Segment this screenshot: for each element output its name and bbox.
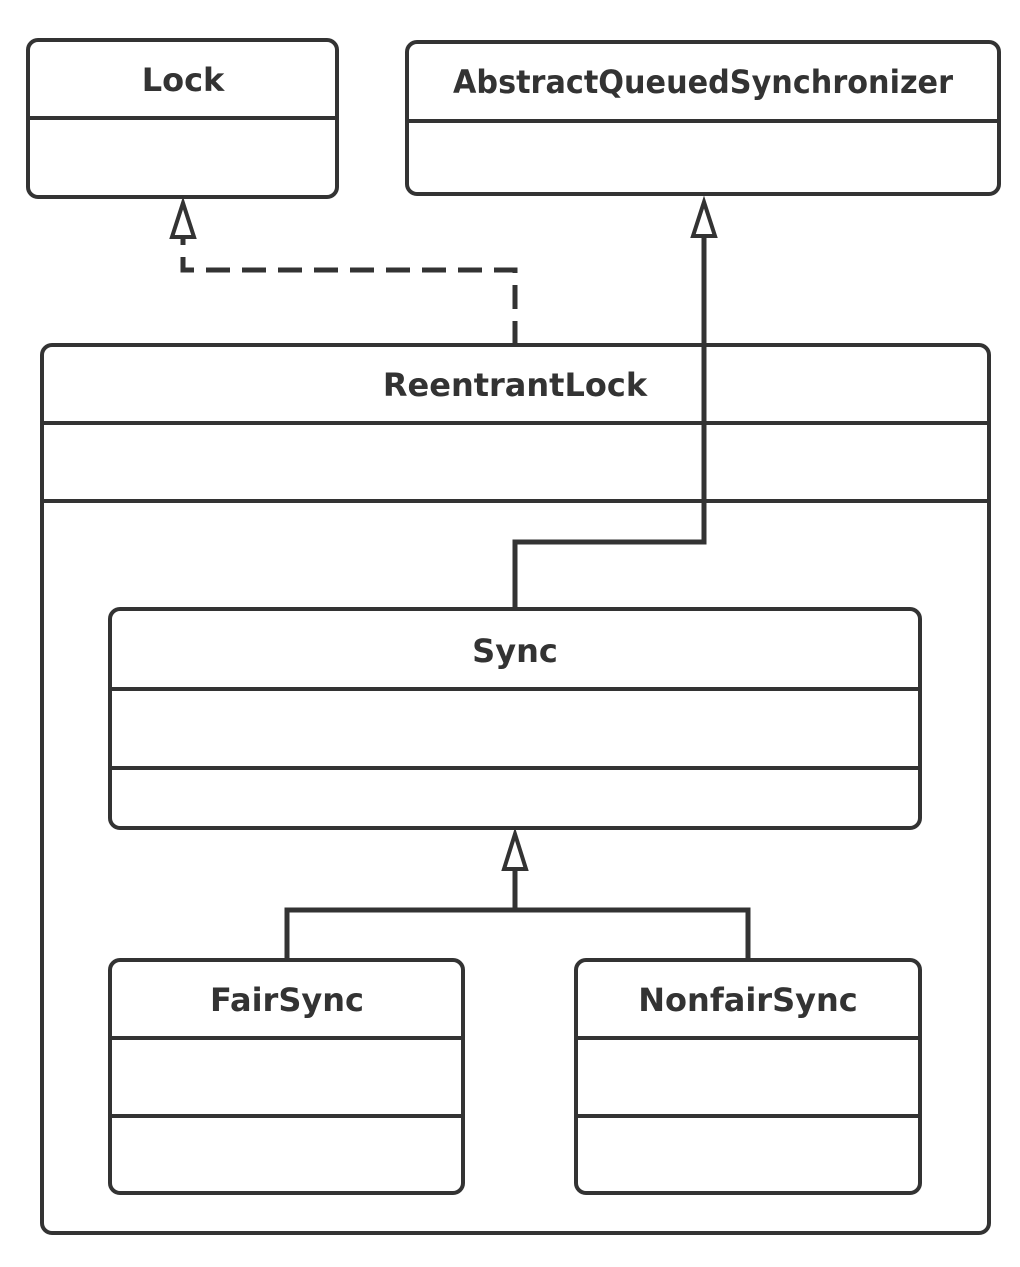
reentrant-lock-title: ReentrantLock (383, 366, 648, 404)
sync-title: Sync (472, 632, 558, 670)
realization-line (180, 236, 518, 345)
class-lock[interactable]: Lock (26, 38, 339, 199)
sync-aqs-arrowhead (690, 195, 718, 238)
fair-sync-title: FairSync (210, 981, 364, 1019)
aqs-box (405, 40, 1001, 196)
edge-sync-extends-aqs (512, 195, 718, 609)
sync-arrowhead (501, 827, 529, 871)
aqs-title: AbstractQueuedSynchronizer (453, 63, 953, 101)
class-fair-sync[interactable]: FairSync (108, 958, 465, 1195)
realization-arrowhead (169, 196, 197, 239)
sync-aqs-line (512, 237, 707, 609)
nonfair-sync-title: NonfairSync (638, 981, 857, 1019)
class-nonfair-sync[interactable]: NonfairSync (574, 958, 922, 1195)
class-sync[interactable]: Sync (108, 607, 922, 830)
edge-subclasses-extend-sync (284, 827, 751, 960)
lock-title: Lock (142, 61, 225, 99)
edge-reentrant-lock-implements-lock (169, 196, 518, 345)
class-abstract-queued-synchronizer[interactable]: AbstractQueuedSynchronizer (405, 40, 1001, 196)
